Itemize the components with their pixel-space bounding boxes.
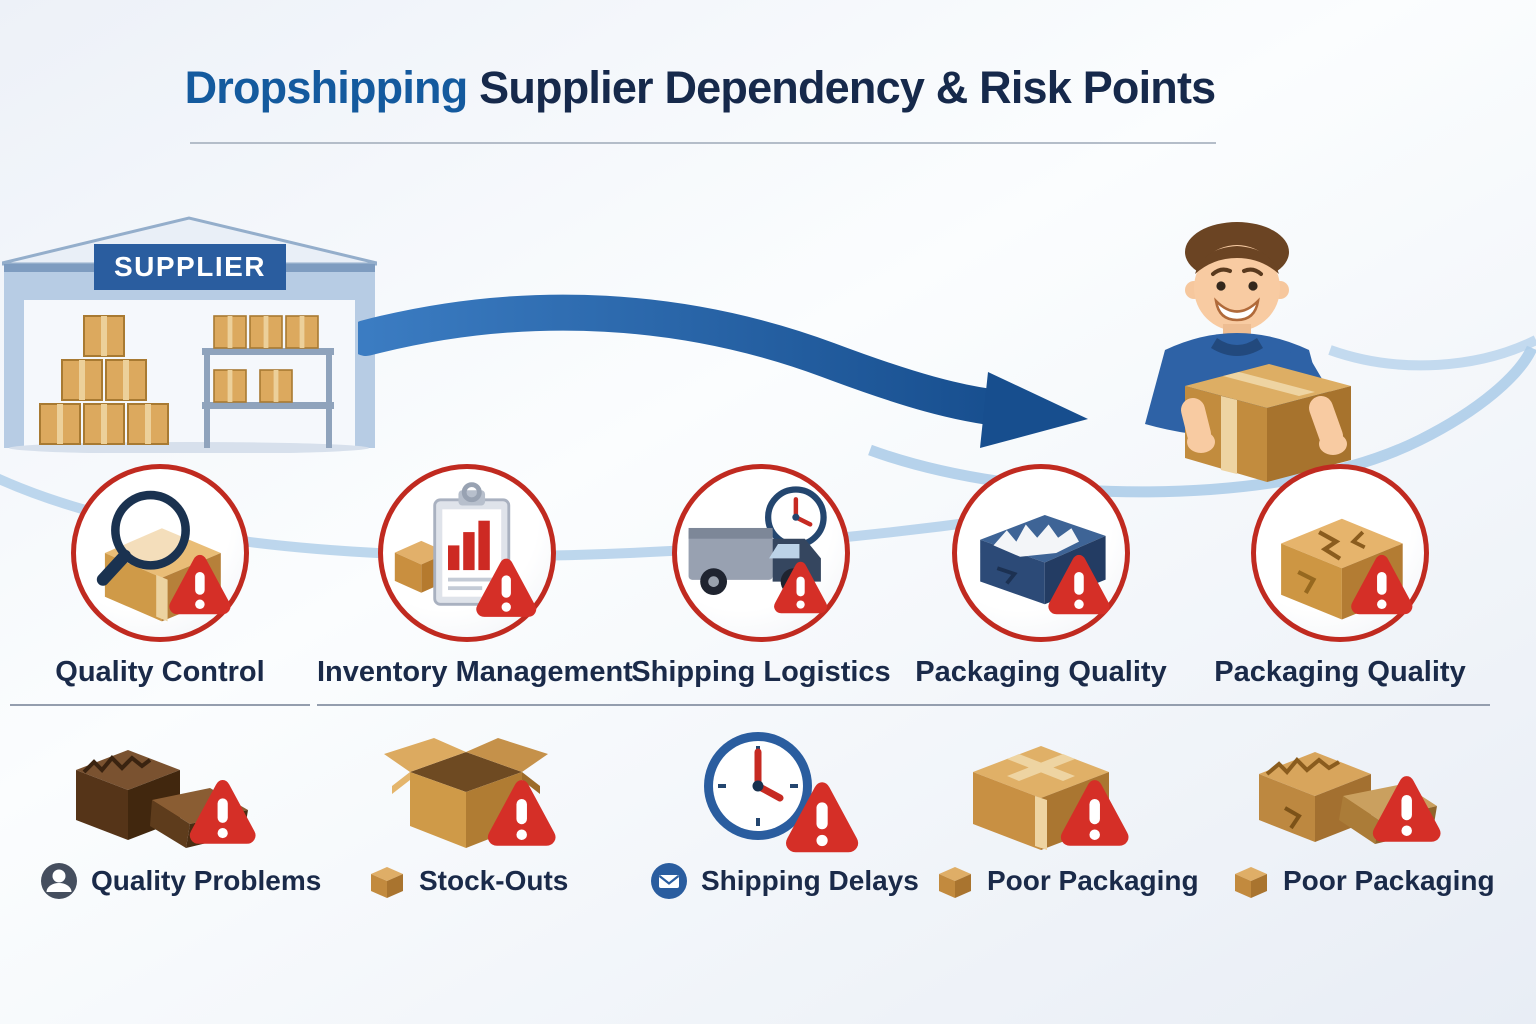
- risk-circle-shipping-logistics: [672, 464, 850, 642]
- customer-figure: [1085, 198, 1385, 498]
- person-icon: [41, 863, 77, 899]
- truck-clock-icon: [688, 486, 828, 614]
- issue-text: Quality Problems: [91, 865, 322, 896]
- box-icon: [1235, 867, 1267, 898]
- risk-label-packaging-quality-2: Packaging Quality: [1190, 656, 1490, 706]
- issue-text: Poor Packaging: [1283, 865, 1495, 896]
- issue-text: Shipping Delays: [701, 865, 919, 896]
- box-icon: [939, 867, 971, 898]
- issue-text: Stock-Outs: [419, 865, 569, 896]
- risk-circle-packaging-quality-2: [1251, 464, 1429, 642]
- risk-circle-inventory-management: [378, 464, 556, 642]
- supplier-sign: SUPPLIER: [113, 251, 267, 282]
- risk-circle-quality-control: [71, 464, 249, 642]
- title-rest: Supplier Dependency & Risk Points: [479, 62, 1216, 113]
- issue-label-stock-outs: Stock-Outs: [368, 862, 568, 900]
- issue-label-poor-packaging-1: Poor Packaging: [936, 862, 1199, 900]
- crumpled-boxes-icon: [1259, 752, 1441, 844]
- risk-label-quality-control: Quality Control: [10, 656, 310, 706]
- box-icon: [371, 867, 403, 898]
- issue-label-quality-problems: Quality Problems: [40, 862, 321, 900]
- issue-text: Poor Packaging: [987, 865, 1199, 896]
- risk-label-packaging-quality-1: Packaging Quality: [891, 656, 1191, 706]
- broken-boxes-icon: [76, 750, 256, 848]
- flow-arrow: [358, 294, 1088, 448]
- issue-label-shipping-delays: Shipping Delays: [650, 862, 919, 900]
- risk-label-shipping-logistics: Shipping Logistics: [611, 656, 911, 706]
- risk-label-inventory-management: Inventory Management: [317, 656, 633, 706]
- envelope-icon: [651, 863, 687, 899]
- title-highlight: Dropshipping: [184, 62, 469, 113]
- magnifier-box-icon: [96, 490, 231, 622]
- box-warning-icon: [973, 746, 1129, 850]
- title-underline: [190, 142, 1216, 144]
- empty-open-box-icon: [384, 738, 556, 848]
- risk-circle-packaging-quality-1: [952, 464, 1130, 642]
- customer-illustration: [1145, 222, 1351, 482]
- damaged-box-icon: [1281, 518, 1413, 620]
- warehouse-illustration: [0, 216, 382, 454]
- supplier-warehouse: SUPPLIER: [0, 208, 382, 454]
- issue-label-poor-packaging-2: Poor Packaging: [1232, 862, 1495, 900]
- clipboard-chart-icon: [394, 482, 537, 617]
- crushed-package-icon: [980, 515, 1110, 615]
- clock-warning-icon: [704, 732, 859, 853]
- page-title: Dropshipping Supplier Dependency & Risk …: [130, 62, 1270, 114]
